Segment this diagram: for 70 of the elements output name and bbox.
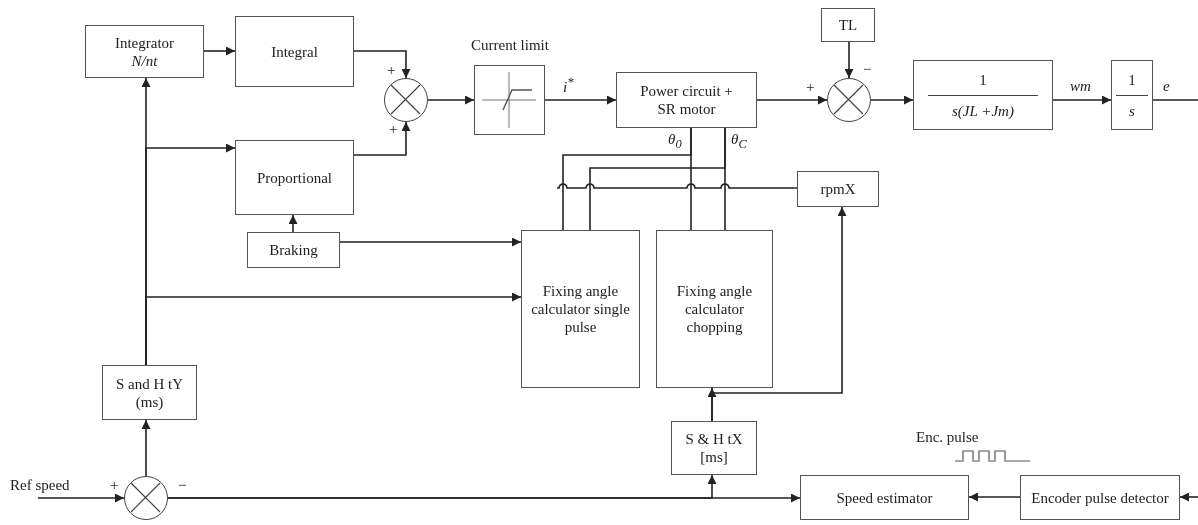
sample-hold-block xyxy=(102,365,197,420)
arrow xyxy=(711,206,847,422)
arrow xyxy=(203,46,236,56)
arrow xyxy=(141,419,151,477)
sample-hold-block xyxy=(671,421,757,475)
sign-label: − xyxy=(863,62,872,77)
integrator-block xyxy=(85,25,204,78)
integrator-transfer-block xyxy=(1111,60,1153,130)
block-label: Speed estimator xyxy=(835,488,934,507)
arrow xyxy=(544,95,617,105)
block-label: Encoder pulse detector xyxy=(1030,488,1170,507)
signal-label: i$^{*}$ xyxy=(563,76,574,95)
block-label: Braking xyxy=(268,241,319,259)
block-label: Integral xyxy=(270,42,319,61)
block-label: Fixing angle calculator chopping xyxy=(675,282,754,336)
summing-junction xyxy=(384,78,428,122)
proportional-block xyxy=(235,140,354,215)
block-label: TL xyxy=(837,16,859,34)
arrow xyxy=(339,237,522,247)
summing-junction xyxy=(827,78,871,122)
arrow xyxy=(167,474,717,499)
summing-junction xyxy=(124,476,168,520)
numerator: 1 xyxy=(979,70,987,89)
arrow xyxy=(37,493,125,503)
sign-label: + xyxy=(387,63,396,78)
block-label: S & H tX [ms] xyxy=(684,430,744,466)
block-label: rpmX xyxy=(819,180,857,198)
arrow xyxy=(844,41,854,79)
sign-label: + xyxy=(806,80,815,95)
sign-label: − xyxy=(178,478,187,493)
speed-estimator-block xyxy=(800,475,969,520)
load-torque-block xyxy=(821,8,875,42)
arrow xyxy=(288,214,298,233)
arrow xyxy=(1052,95,1112,105)
angle-calculator-block xyxy=(656,230,773,388)
signal-line xyxy=(690,127,692,231)
arrow xyxy=(353,50,411,79)
denominator: s(JL +Jm) xyxy=(952,101,1014,120)
signal-line xyxy=(724,127,726,231)
arrow xyxy=(1179,492,1198,502)
arrow xyxy=(145,292,522,366)
signal-label: Ref speed xyxy=(10,478,70,493)
block-label: Fixing angle calculator single pulse xyxy=(530,282,631,336)
arrow xyxy=(870,95,914,105)
arrow xyxy=(756,95,828,105)
arrow xyxy=(353,121,411,156)
arrow xyxy=(968,492,1021,502)
sign-label: + xyxy=(110,478,119,493)
encoder-detector-block xyxy=(1020,475,1180,520)
power-circuit-block xyxy=(616,72,757,128)
block-heading: Current limit xyxy=(471,36,549,54)
block-label: Proportional xyxy=(256,168,333,187)
block-label: S and H tY (ms) xyxy=(114,374,185,411)
block-label: N/nt xyxy=(130,51,159,70)
signal-line xyxy=(1152,99,1198,101)
angle-calculator-block xyxy=(521,230,640,388)
angle-label: θ$_{0}$ xyxy=(668,132,682,151)
denominator: s xyxy=(1129,101,1135,120)
angle-label: θ$_{C}$ xyxy=(731,132,747,151)
block-label: Integrator xyxy=(113,33,176,52)
signal-line xyxy=(556,183,798,189)
arrow xyxy=(427,95,475,105)
integral-block xyxy=(235,16,354,87)
sign-label: + xyxy=(389,122,398,137)
signal-label: Enc. pulse xyxy=(916,430,979,445)
rpmx-block xyxy=(797,171,879,207)
transfer-function-block xyxy=(913,60,1053,130)
numerator: 1 xyxy=(1128,70,1136,89)
block-label: Power circuit + SR motor xyxy=(639,82,734,118)
braking-block xyxy=(247,232,340,268)
